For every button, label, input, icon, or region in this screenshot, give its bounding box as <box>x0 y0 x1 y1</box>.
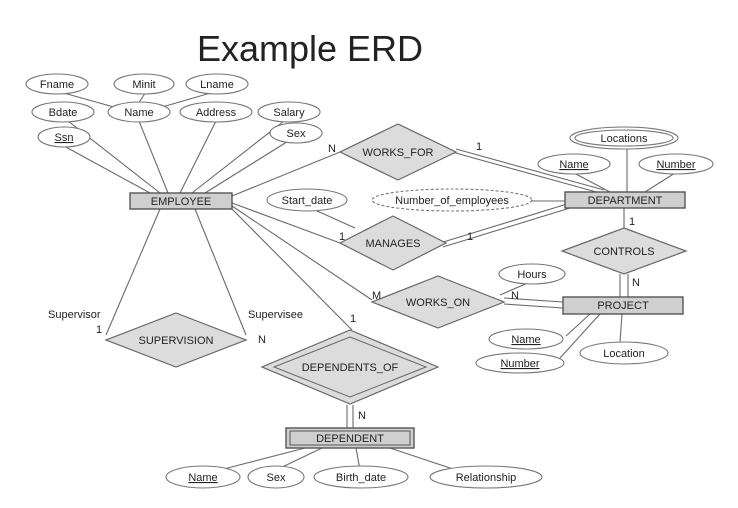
attribute-lname: Lname <box>185 73 249 95</box>
svg-text:MANAGES: MANAGES <box>365 238 420 250</box>
svg-text:Salary: Salary <box>273 107 305 119</box>
entity-project: PROJECT <box>562 296 684 315</box>
svg-text:Bdate: Bdate <box>49 107 78 119</box>
svg-text:WORKS_FOR: WORKS_FOR <box>363 147 434 159</box>
cardinality-works-for-dept: 1 <box>476 141 482 153</box>
svg-text:Number_of_employees: Number_of_employees <box>395 195 509 207</box>
connector-lines <box>59 91 676 471</box>
svg-text:Number: Number <box>656 159 695 171</box>
svg-text:Name: Name <box>511 334 540 346</box>
attribute-dep-sex: Sex <box>247 465 305 489</box>
attribute-proj-location: Location <box>579 341 669 365</box>
svg-text:Lname: Lname <box>200 79 234 91</box>
cardinality-supervisee: N <box>258 334 266 346</box>
svg-text:Relationship: Relationship <box>456 472 517 484</box>
attribute-bdate: Bdate <box>31 101 95 123</box>
svg-text:SUPERVISION: SUPERVISION <box>139 335 214 347</box>
svg-text:Number: Number <box>500 358 539 370</box>
entity-department: DEPARTMENT <box>564 191 686 209</box>
svg-text:EMPLOYEE: EMPLOYEE <box>151 196 212 208</box>
svg-text:Fname: Fname <box>40 79 74 91</box>
attribute-fname: Fname <box>25 73 89 95</box>
cardinality-supervisor: 1 <box>96 324 102 336</box>
cardinality-controls-dept: 1 <box>629 216 635 228</box>
svg-text:DEPARTMENT: DEPARTMENT <box>588 195 663 207</box>
svg-text:Hours: Hours <box>517 269 547 281</box>
attribute-salary: Salary <box>257 101 321 123</box>
svg-text:Sex: Sex <box>287 128 306 140</box>
cardinality-dependents-of-dep: N <box>358 410 366 422</box>
attribute-ssn: Ssn <box>37 126 91 148</box>
attribute-locations: Locations <box>569 126 679 150</box>
page-title: Example ERD <box>196 28 424 69</box>
cardinality-manages-dept: 1 <box>467 231 473 243</box>
svg-text:Birth_date: Birth_date <box>336 472 386 484</box>
relationship-supervision: SUPERVISION <box>104 312 248 368</box>
entity-employee: EMPLOYEE <box>129 192 233 210</box>
relationship-works-on: WORKS_ON <box>370 275 506 329</box>
svg-text:Minit: Minit <box>132 79 155 91</box>
cardinality-manages-emp: 1 <box>339 231 345 243</box>
cardinality-works-on-proj: N <box>511 290 519 302</box>
svg-text:Sex: Sex <box>267 472 286 484</box>
relationship-controls: CONTROLS <box>560 227 688 275</box>
attribute-dept-number: Number <box>638 153 714 175</box>
svg-text:WORKS_ON: WORKS_ON <box>406 297 470 309</box>
svg-text:Name: Name <box>559 159 588 171</box>
cardinality-controls-proj: N <box>632 277 640 289</box>
svg-text:DEPENDENTS_OF: DEPENDENTS_OF <box>302 362 399 374</box>
relationship-works-for: WORKS_FOR <box>338 123 458 181</box>
attribute-dept-name: Name <box>537 153 611 175</box>
attribute-address: Address <box>179 101 253 123</box>
svg-text:Ssn: Ssn <box>55 132 74 144</box>
svg-text:Name: Name <box>188 472 217 484</box>
attribute-proj-number: Number <box>475 352 565 374</box>
svg-text:DEPENDENT: DEPENDENT <box>316 433 384 445</box>
svg-text:CONTROLS: CONTROLS <box>593 246 654 258</box>
attribute-name: Name <box>107 101 171 123</box>
svg-text:Start_date: Start_date <box>282 195 333 207</box>
attribute-sex: Sex <box>269 122 323 144</box>
cardinality-dependents-of-emp: 1 <box>350 313 356 325</box>
svg-text:Location: Location <box>603 348 645 360</box>
attribute-start-date: Start_date <box>266 188 348 212</box>
svg-text:Address: Address <box>196 107 237 119</box>
relationship-dependents-of: DEPENDENTS_OF <box>260 329 440 405</box>
attribute-birth-date: Birth_date <box>313 465 409 489</box>
attribute-relationship: Relationship <box>429 465 543 489</box>
cardinality-works-on-emp: M <box>372 290 381 302</box>
attribute-proj-name: Name <box>488 328 564 350</box>
role-supervisee: Supervisee <box>248 309 303 321</box>
entity-dependent: DEPENDENT <box>285 427 415 449</box>
svg-text:Name: Name <box>124 107 153 119</box>
attribute-number-of-employees: Number_of_employees <box>371 188 533 212</box>
cardinality-works-for-emp: N <box>328 143 336 155</box>
svg-text:Locations: Locations <box>600 133 648 145</box>
attribute-minit: Minit <box>113 73 175 95</box>
role-supervisor: Supervisor <box>48 309 101 321</box>
relationship-manages: MANAGES <box>338 215 448 271</box>
svg-text:PROJECT: PROJECT <box>597 300 649 312</box>
attribute-dep-name: Name <box>165 465 241 489</box>
attribute-hours: Hours <box>498 263 566 285</box>
